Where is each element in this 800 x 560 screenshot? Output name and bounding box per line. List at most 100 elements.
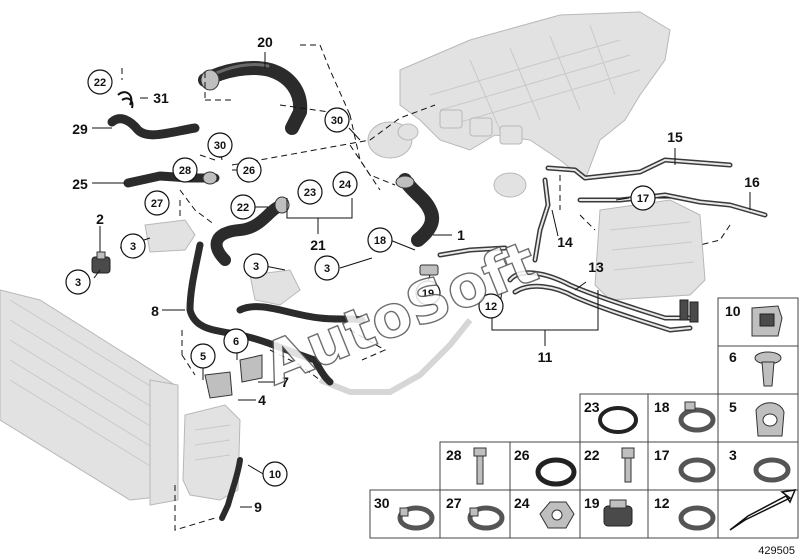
heater-box-ghost (493, 172, 706, 301)
label-16: 16 (744, 174, 760, 190)
callout-30-left: 30 (207, 132, 233, 158)
callout-26: 26 (236, 157, 262, 183)
svg-text:3: 3 (324, 263, 330, 275)
svg-text:24: 24 (339, 179, 352, 191)
cell-24: 24 (509, 489, 581, 539)
svg-text:3: 3 (253, 261, 259, 273)
callout-23: 23 (297, 179, 323, 205)
label-14: 14 (557, 234, 573, 250)
cell-23: 23 (579, 393, 649, 443)
hose-29 (107, 114, 200, 140)
svg-text:18: 18 (654, 399, 670, 415)
callout-3-a: 3 (120, 233, 146, 259)
svg-text:27: 27 (151, 198, 163, 210)
direction-arrow-icon (729, 489, 797, 531)
callout-22-mid: 22 (230, 194, 256, 220)
callout-30-mid: 30 (324, 107, 350, 133)
callout-22-top: 22 (87, 69, 113, 95)
cell-18: 18 (647, 393, 719, 443)
label-25: 25 (72, 176, 88, 192)
svg-text:5: 5 (729, 399, 737, 415)
label-31: 31 (153, 90, 169, 106)
svg-text:19: 19 (584, 495, 600, 511)
dashed-reference-lines (121, 44, 731, 531)
callout-5: 5 (190, 343, 216, 369)
svg-text:24: 24 (514, 495, 530, 511)
lower-pipe-ghost (318, 318, 473, 395)
hose-20 (198, 61, 308, 135)
callout-17: 17 (630, 185, 656, 211)
cell-5: 5 (717, 393, 799, 443)
pipe-15 (545, 157, 733, 181)
svg-text:5: 5 (200, 351, 206, 363)
cell-17: 17 (647, 441, 719, 491)
label-2: 2 (96, 211, 104, 227)
callout-19: 19 (415, 280, 441, 306)
hose-9 (219, 457, 243, 521)
svg-text:17: 17 (637, 193, 649, 205)
svg-text:30: 30 (374, 495, 390, 511)
label-7: 7 (281, 374, 289, 390)
label-8: 8 (151, 303, 159, 319)
label-29: 29 (72, 121, 88, 137)
svg-text:22: 22 (584, 447, 600, 463)
label-9: 9 (254, 499, 262, 515)
svg-text:3: 3 (130, 241, 136, 253)
cell-3: 3 (717, 441, 799, 491)
callout-24: 24 (332, 171, 358, 197)
pipe-14 (532, 177, 551, 263)
callout-3-c: 3 (243, 253, 269, 279)
svg-text:23: 23 (304, 187, 316, 199)
svg-text:10: 10 (725, 303, 741, 319)
svg-text:6: 6 (233, 336, 239, 348)
plain-labels: 20 31 29 25 2 21 8 7 4 9 1 14 13 11 15 1… (72, 34, 760, 515)
cell-30: 30 (369, 489, 441, 539)
label-4: 4 (258, 392, 266, 408)
svg-text:28: 28 (446, 447, 462, 463)
label-1: 1 (457, 227, 465, 243)
callout-6: 6 (223, 328, 249, 354)
svg-text:28: 28 (179, 165, 191, 177)
svg-text:10: 10 (269, 469, 281, 481)
cell-22: 22 (579, 441, 649, 491)
svg-text:30: 30 (331, 115, 343, 127)
svg-text:12: 12 (654, 495, 670, 511)
clip-31 (117, 91, 134, 109)
callout-10: 10 (262, 461, 288, 487)
cell-10: 10 (717, 297, 799, 347)
svg-text:18: 18 (374, 235, 386, 247)
parts-table: 10 6 23 18 5 (369, 297, 799, 539)
thermostat-ghost (144, 219, 301, 306)
arrow-cell (717, 489, 799, 539)
callout-3-b: 3 (65, 269, 91, 295)
label-20: 20 (257, 34, 273, 50)
svg-text:6: 6 (729, 349, 737, 365)
engine-block-ghost (367, 11, 671, 181)
cell-19: 19 (579, 489, 649, 539)
cell-27: 27 (439, 489, 511, 539)
svg-text:3: 3 (729, 447, 737, 463)
svg-text:19: 19 (422, 288, 434, 300)
fitting-2 (91, 251, 111, 274)
svg-text:27: 27 (446, 495, 462, 511)
callout-28: 28 (172, 157, 198, 183)
svg-text:26: 26 (243, 165, 255, 177)
label-15: 15 (667, 129, 683, 145)
hose-1 (395, 173, 440, 247)
cell-12: 12 (647, 489, 719, 539)
pipe-16 (577, 192, 768, 218)
svg-text:22: 22 (237, 202, 249, 214)
svg-text:22: 22 (94, 77, 106, 89)
cell-6: 6 (717, 345, 799, 395)
svg-text:3: 3 (75, 277, 81, 289)
coupling-19-diag (419, 264, 439, 276)
svg-text:23: 23 (584, 399, 600, 415)
pipe-18 (437, 245, 508, 258)
bracket-4-7 (204, 354, 263, 399)
label-13: 13 (588, 259, 604, 275)
label-21: 21 (310, 237, 326, 253)
callout-27: 27 (144, 190, 170, 216)
hose-21 (210, 196, 290, 266)
svg-text:26: 26 (514, 447, 530, 463)
